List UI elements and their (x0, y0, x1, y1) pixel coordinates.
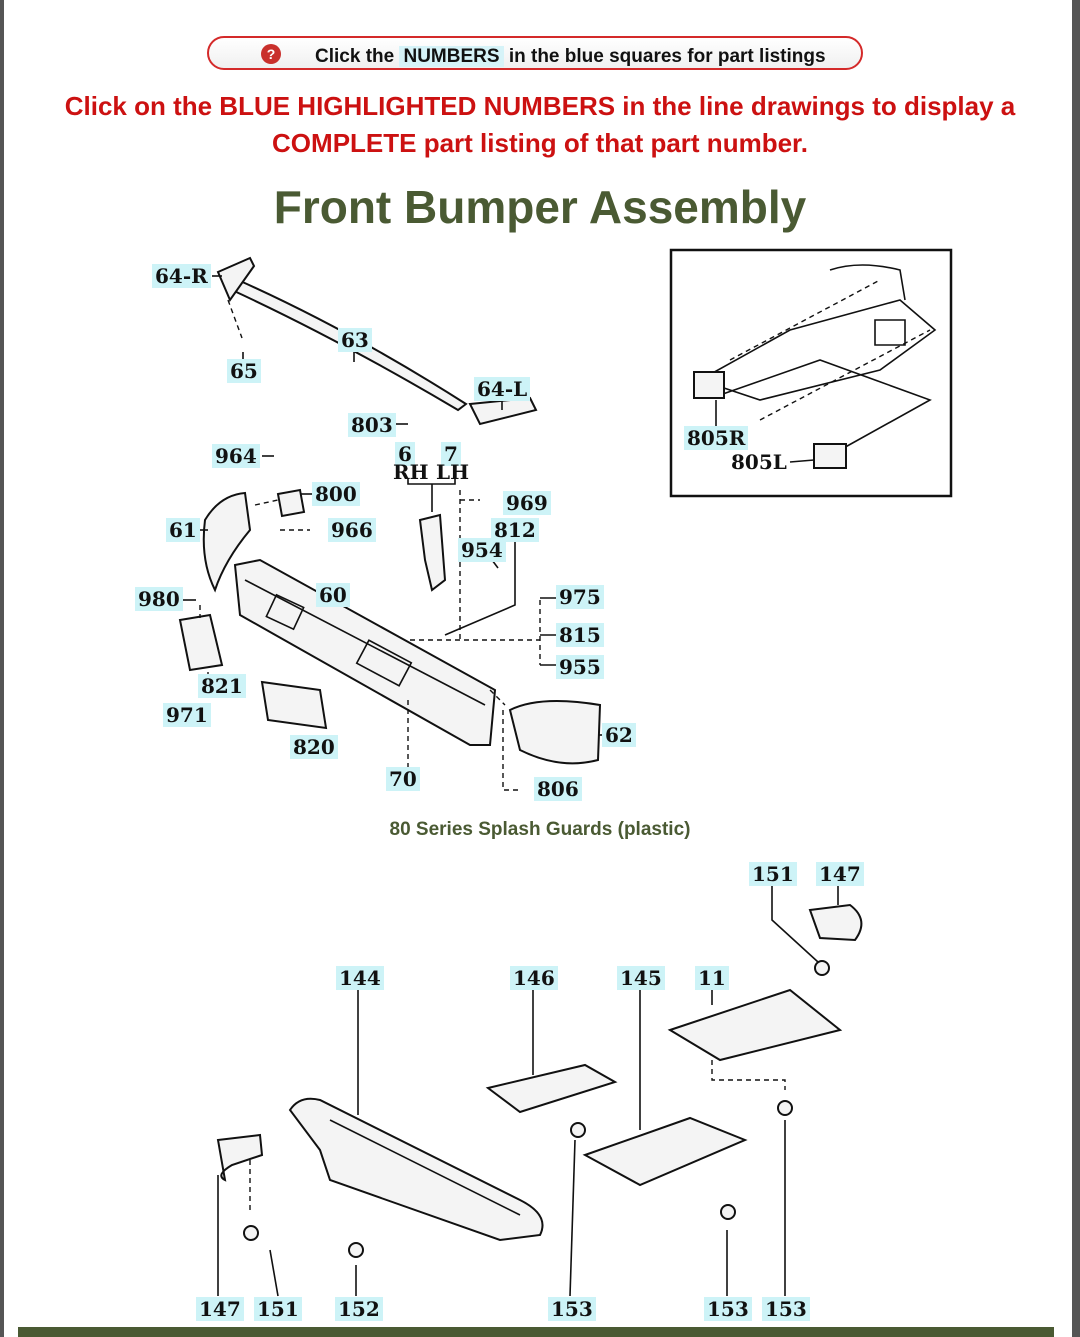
part-label-821[interactable]: 821 (198, 674, 246, 698)
part-label-6[interactable]: 6 (395, 442, 415, 466)
question-icon: ? (261, 44, 281, 64)
part-6-7-bracket (418, 513, 447, 592)
part-label-147-top[interactable]: 147 (816, 862, 864, 886)
part-60-bumper-bar (233, 558, 497, 746)
tip-text-before: Click the (315, 46, 395, 67)
part-61-end-cap (202, 491, 252, 593)
part-label-964[interactable]: 964 (212, 444, 260, 468)
part-label-151-top[interactable]: 151 (749, 862, 797, 886)
part-label-64-r[interactable]: 64-R (152, 264, 211, 288)
part-label-152[interactable]: 152 (335, 1297, 383, 1321)
part-label-805l[interactable]: 805L (731, 450, 787, 474)
part-label-969[interactable]: 969 (503, 491, 551, 515)
part-820-cover (260, 680, 328, 730)
part-label-153-a[interactable]: 153 (548, 1297, 596, 1321)
part-label-146[interactable]: 146 (510, 966, 558, 990)
part-label-65[interactable]: 65 (227, 359, 261, 383)
tip-text: Click the NUMBERS in the blue squares fo… (315, 46, 826, 68)
label-lh: LH (436, 460, 469, 484)
footer-bar (18, 1327, 1054, 1337)
part-label-955[interactable]: 955 (556, 655, 604, 679)
part-label-64-l[interactable]: 64-L (474, 377, 531, 401)
part-label-11[interactable]: 11 (695, 966, 729, 990)
instruction-line-2: COMPLETE part listing of that part numbe… (272, 128, 808, 158)
tip-text-after: in the blue squares for part listings (508, 46, 826, 67)
part-label-63[interactable]: 63 (338, 328, 372, 352)
splash-guard-artwork (216, 886, 863, 1297)
page-border-right (1072, 0, 1080, 1337)
part-label-954[interactable]: 954 (458, 538, 506, 562)
part-label-61[interactable]: 61 (166, 518, 200, 542)
part-label-144[interactable]: 144 (336, 966, 384, 990)
part-label-70[interactable]: 70 (386, 767, 420, 791)
part-label-60[interactable]: 60 (316, 583, 350, 607)
part-label-151-bottom[interactable]: 151 (254, 1297, 302, 1321)
tip-text-highlight: NUMBERS (399, 46, 504, 67)
part-label-975[interactable]: 975 (556, 585, 604, 609)
label-rh: RH (393, 460, 429, 484)
part-label-980[interactable]: 980 (135, 587, 183, 611)
part-label-147-bottom[interactable]: 147 (196, 1297, 244, 1321)
part-label-62[interactable]: 62 (602, 723, 636, 747)
part-821-retainer (178, 613, 224, 672)
part-label-815[interactable]: 815 (556, 623, 604, 647)
part-800-bracket (276, 488, 306, 518)
part-label-153-b[interactable]: 153 (704, 1297, 752, 1321)
page-title: Front Bumper Assembly (273, 181, 807, 233)
tip-banner: ? Click the NUMBERS in the blue squares … (207, 36, 863, 70)
part-label-803[interactable]: 803 (348, 413, 396, 437)
part-label-966[interactable]: 966 (328, 518, 376, 542)
splash-guards-subtitle: 80 Series Splash Guards (plastic) (389, 819, 691, 840)
part-label-153-c[interactable]: 153 (762, 1297, 810, 1321)
part-label-145[interactable]: 145 (617, 966, 665, 990)
part-label-806[interactable]: 806 (534, 777, 582, 801)
instruction-text: Click on the BLUE HIGHLIGHTED NUMBERS in… (40, 88, 1040, 162)
part-label-805r[interactable]: 805R (684, 426, 749, 450)
part-label-820[interactable]: 820 (290, 735, 338, 759)
part-label-800[interactable]: 800 (312, 482, 360, 506)
frame-inset-drawing (693, 264, 937, 469)
page-border-left (0, 0, 4, 1337)
instruction-line-1: Click on the BLUE HIGHLIGHTED NUMBERS in… (64, 91, 1016, 121)
part-label-7[interactable]: 7 (441, 442, 461, 466)
part-62-end-cap (508, 700, 602, 765)
part-label-971[interactable]: 971 (163, 703, 211, 727)
